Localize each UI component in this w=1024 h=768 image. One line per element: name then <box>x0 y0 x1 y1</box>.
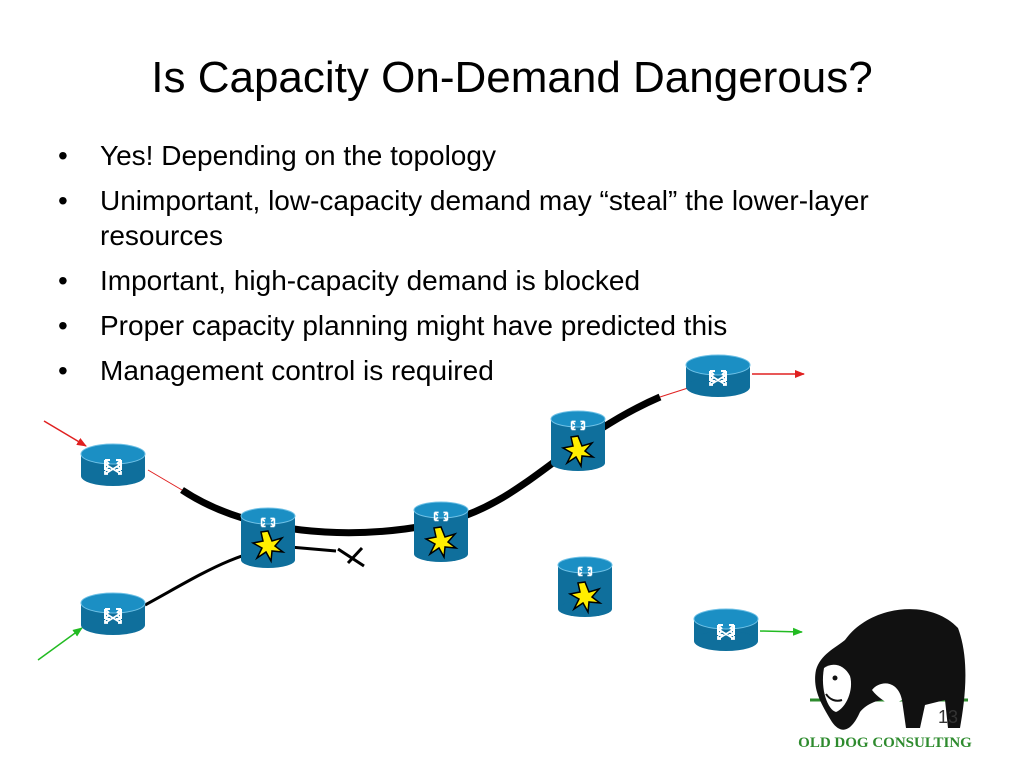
slide-title: Is Capacity On-Demand Dangerous? <box>151 53 873 102</box>
router-icon <box>685 354 751 397</box>
bullet-list: • Yes! Depending on the topology • Unimpor… <box>58 138 918 398</box>
bullet-marker: • <box>58 140 68 171</box>
ingress-green-arrow <box>37 627 83 661</box>
slide-number: 13 <box>938 707 959 727</box>
router-icon <box>693 608 759 651</box>
bullet-text: Important, high-capacity demand is block… <box>100 265 641 296</box>
bullet-item: • Management control is required <box>58 353 918 388</box>
router-icon <box>80 592 146 635</box>
dog-logo <box>810 609 968 730</box>
brand-name: OLD DOG CONSULTING <box>798 735 972 751</box>
router-icon <box>80 443 146 486</box>
bullet-marker: • <box>58 185 68 216</box>
bullet-item: • Unimportant, low-capacity demand may “s… <box>58 183 918 253</box>
red-link <box>147 469 183 491</box>
bullet-text: Yes! Depending on the topology <box>100 140 496 171</box>
bullet-marker: • <box>58 355 68 386</box>
lower-layer-switch-icon <box>240 507 296 568</box>
bullet-item: • Important, high-capacity demand is bloc… <box>58 263 918 298</box>
lower-layer-switch-icon <box>550 410 606 471</box>
bullet-marker: • <box>58 265 68 296</box>
ingress-red-arrow <box>43 420 87 447</box>
lower-layer-switch-icon <box>413 501 469 562</box>
bullet-item: • Proper capacity planning might have pre… <box>58 308 918 343</box>
high-priority-path <box>144 545 337 607</box>
lower-layer-switch-icon <box>557 556 613 617</box>
bullet-text: Management control is required <box>100 355 494 386</box>
blocked-x-icon <box>337 546 365 568</box>
bullet-item: • Yes! Depending on the topology <box>58 138 918 173</box>
bullet-marker: • <box>58 310 68 341</box>
bullet-text: Unimportant, low-capacity demand may “st… <box>100 185 869 251</box>
egress-green-arrow <box>759 627 803 636</box>
bullet-text: Proper capacity planning might have pred… <box>100 310 728 341</box>
red-link <box>659 387 689 398</box>
